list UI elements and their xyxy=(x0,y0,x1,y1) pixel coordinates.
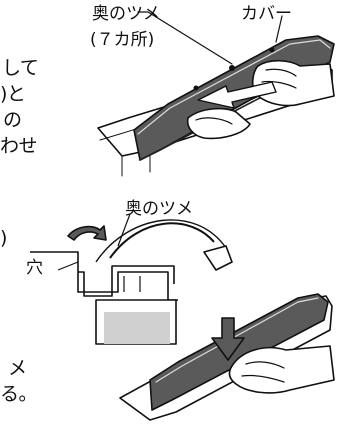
press-down-illustration xyxy=(119,293,335,421)
cross-section-illustration xyxy=(30,213,233,345)
label-cover: カバー xyxy=(241,4,292,24)
claw-markers xyxy=(193,47,275,91)
instruction-text-line-6: メ xyxy=(8,357,27,379)
instruction-text-line-2: )と xyxy=(0,83,26,105)
instruction-text-line-5: ) xyxy=(0,227,7,249)
label-seven-places: (７カ所) xyxy=(90,30,155,50)
label-inner-claw-top: 奥のツメ xyxy=(92,4,160,24)
hand-right xyxy=(251,59,335,107)
label-inner-claw-middle: 奥のツメ xyxy=(125,199,193,219)
instruction-text-line-4: わせ xyxy=(0,135,38,157)
label-hole: 穴 xyxy=(26,258,43,278)
instruction-text-line-1: して xyxy=(2,57,39,79)
slide-arrow xyxy=(197,81,277,109)
press-arrow xyxy=(211,317,245,361)
insert-arrow xyxy=(67,225,107,241)
hand-left xyxy=(186,107,251,140)
instruction-text-line-3: の xyxy=(3,109,22,131)
instruction-text-line-7: る。 xyxy=(0,383,38,405)
